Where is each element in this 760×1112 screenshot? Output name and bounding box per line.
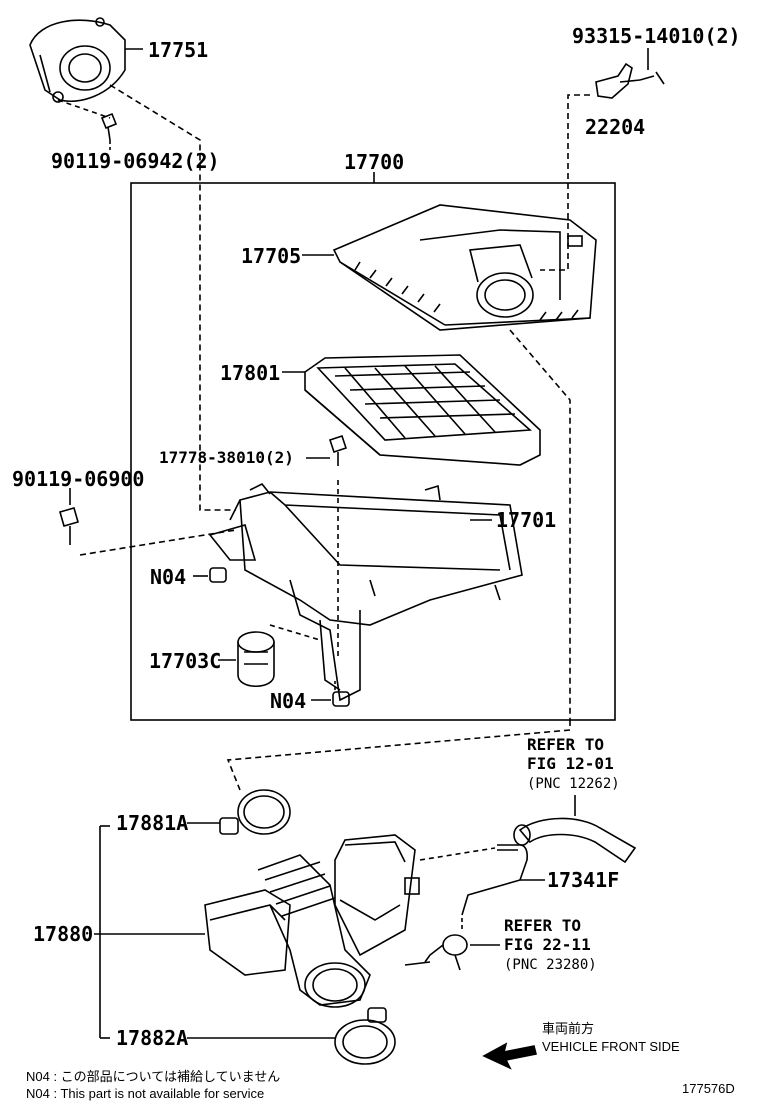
ref1-line3: (PNC 12262) [527,776,620,792]
label-17705: 17705 [241,244,302,268]
screw-90119-06942-drawing [100,112,118,141]
clamp-17881a-drawing [219,789,291,835]
cover-17705-drawing [332,204,597,331]
label-22204: 22204 [585,115,646,139]
label-17880: 17880 [33,922,94,946]
duct-17751-drawing [29,17,126,103]
ref2-line1: REFER TO [504,916,582,935]
label-17701: 17701 [496,508,557,532]
label-17341f: 17341F [547,868,620,892]
intake-duct-17880-drawing [204,834,420,1008]
filter-17801-drawing [304,354,541,466]
valve-17703c-drawing [237,631,275,687]
valve-23280-drawing [404,934,468,971]
label-17881a: 17881A [116,811,189,835]
vacuum-hose-17341f-drawing [461,844,528,916]
sensor-22204-drawing [595,62,665,99]
ref2-line2: FIG 22-11 [504,935,591,954]
grommet-n04-a-drawing [209,567,227,583]
label-90119-06900: 90119-06900 [12,467,145,491]
ref1-line1: REFER TO [527,735,605,754]
label-17778-38010: 17778-38010(2) [159,448,294,467]
label-17700: 17700 [344,150,405,174]
grommet-n04-b-drawing [332,691,350,707]
front-arrow [482,1042,537,1070]
ref1-line2: FIG 12-01 [527,754,614,773]
label-n04-b: N04 [270,689,307,713]
label-93315-14010: 93315-14010(2) [572,24,741,48]
note-n04-en: N04 : This part is not available for ser… [26,1086,265,1101]
figure-code: 177576D [682,1081,735,1096]
note-n04-jp: N04 : この部品については補給していません [26,1069,281,1084]
front-direction-jp: 車両前方 [542,1021,595,1036]
case-17701-drawing [208,482,523,702]
bolt-17778-drawing [328,434,348,466]
assembly-box-17700 [130,182,616,721]
label-90119-06942: 90119-06942(2) [51,149,220,173]
clamp-17882a-drawing [334,1007,396,1065]
ref2-line3: (PNC 23280) [504,957,597,973]
bolt-90119-06900-drawing [59,507,79,545]
hose-12262-drawing [513,817,637,864]
label-17751: 17751 [148,38,209,62]
label-17703c: 17703C [149,649,222,673]
label-17801: 17801 [220,361,281,385]
label-n04-a: N04 [150,565,187,589]
front-direction-en: VEHICLE FRONT SIDE [542,1039,680,1054]
label-17882a: 17882A [116,1026,189,1050]
